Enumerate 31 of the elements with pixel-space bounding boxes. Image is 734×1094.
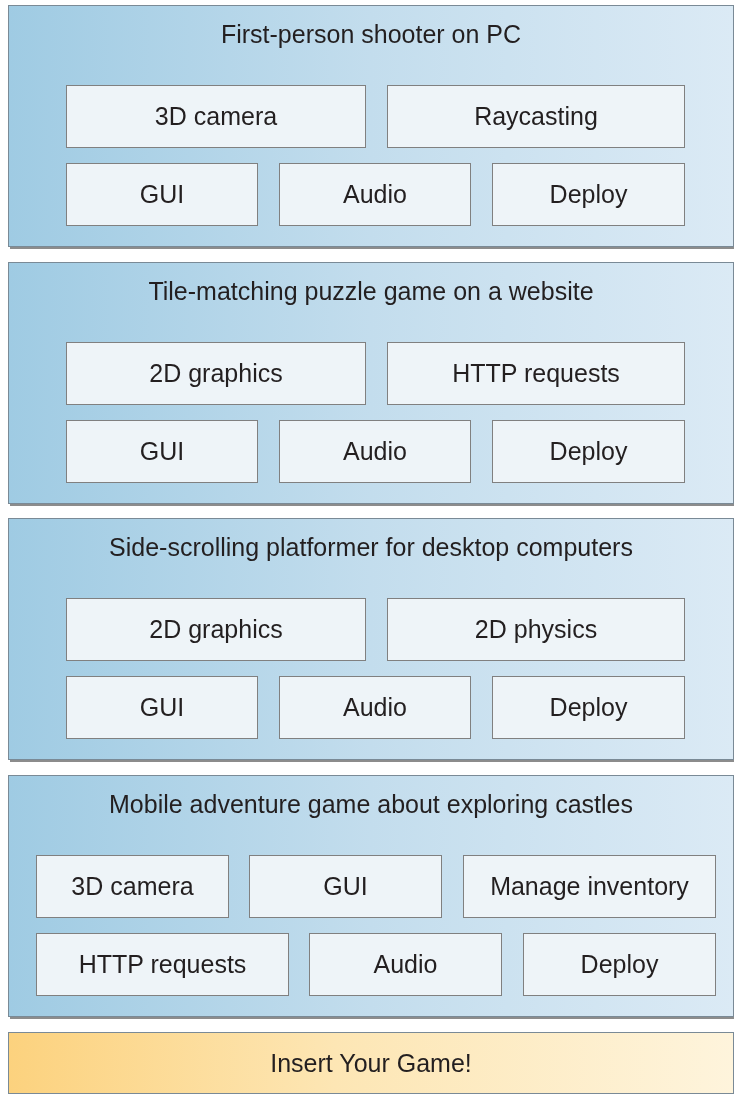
feature-box: Deploy [523,933,716,996]
feature-box: Audio [309,933,502,996]
panel-title: Mobile adventure game about exploring castles [108,790,634,819]
feature-box: Deploy [492,420,685,483]
panel-title: First-person shooter on PC [219,20,523,49]
feature-box: Raycasting [387,85,685,148]
panel-title: Tile-matching puzzle game on a website [147,277,595,306]
feature-box: Audio [279,163,471,226]
feature-box: 2D graphics [66,342,366,405]
feature-box: Manage inventory [463,855,716,918]
game-panel [8,775,734,1017]
feature-box: 2D graphics [66,598,366,661]
feature-box: 3D camera [66,85,366,148]
feature-box: Audio [279,420,471,483]
feature-box: HTTP requests [36,933,289,996]
feature-box: 3D camera [36,855,229,918]
game-panel [8,262,734,504]
placeholder-panel [8,1032,734,1094]
feature-box: Audio [279,676,471,739]
panel-title: Insert Your Game! [269,1047,473,1079]
panel-title: Side-scrolling platformer for desktop computers [108,533,634,562]
feature-box: HTTP requests [387,342,685,405]
feature-box: GUI [66,420,258,483]
feature-box: 2D physics [387,598,685,661]
feature-box: GUI [66,163,258,226]
game-panel [8,5,734,247]
feature-box: GUI [66,676,258,739]
game-panel [8,518,734,760]
feature-box: Deploy [492,676,685,739]
feature-box: GUI [249,855,442,918]
feature-box: Deploy [492,163,685,226]
